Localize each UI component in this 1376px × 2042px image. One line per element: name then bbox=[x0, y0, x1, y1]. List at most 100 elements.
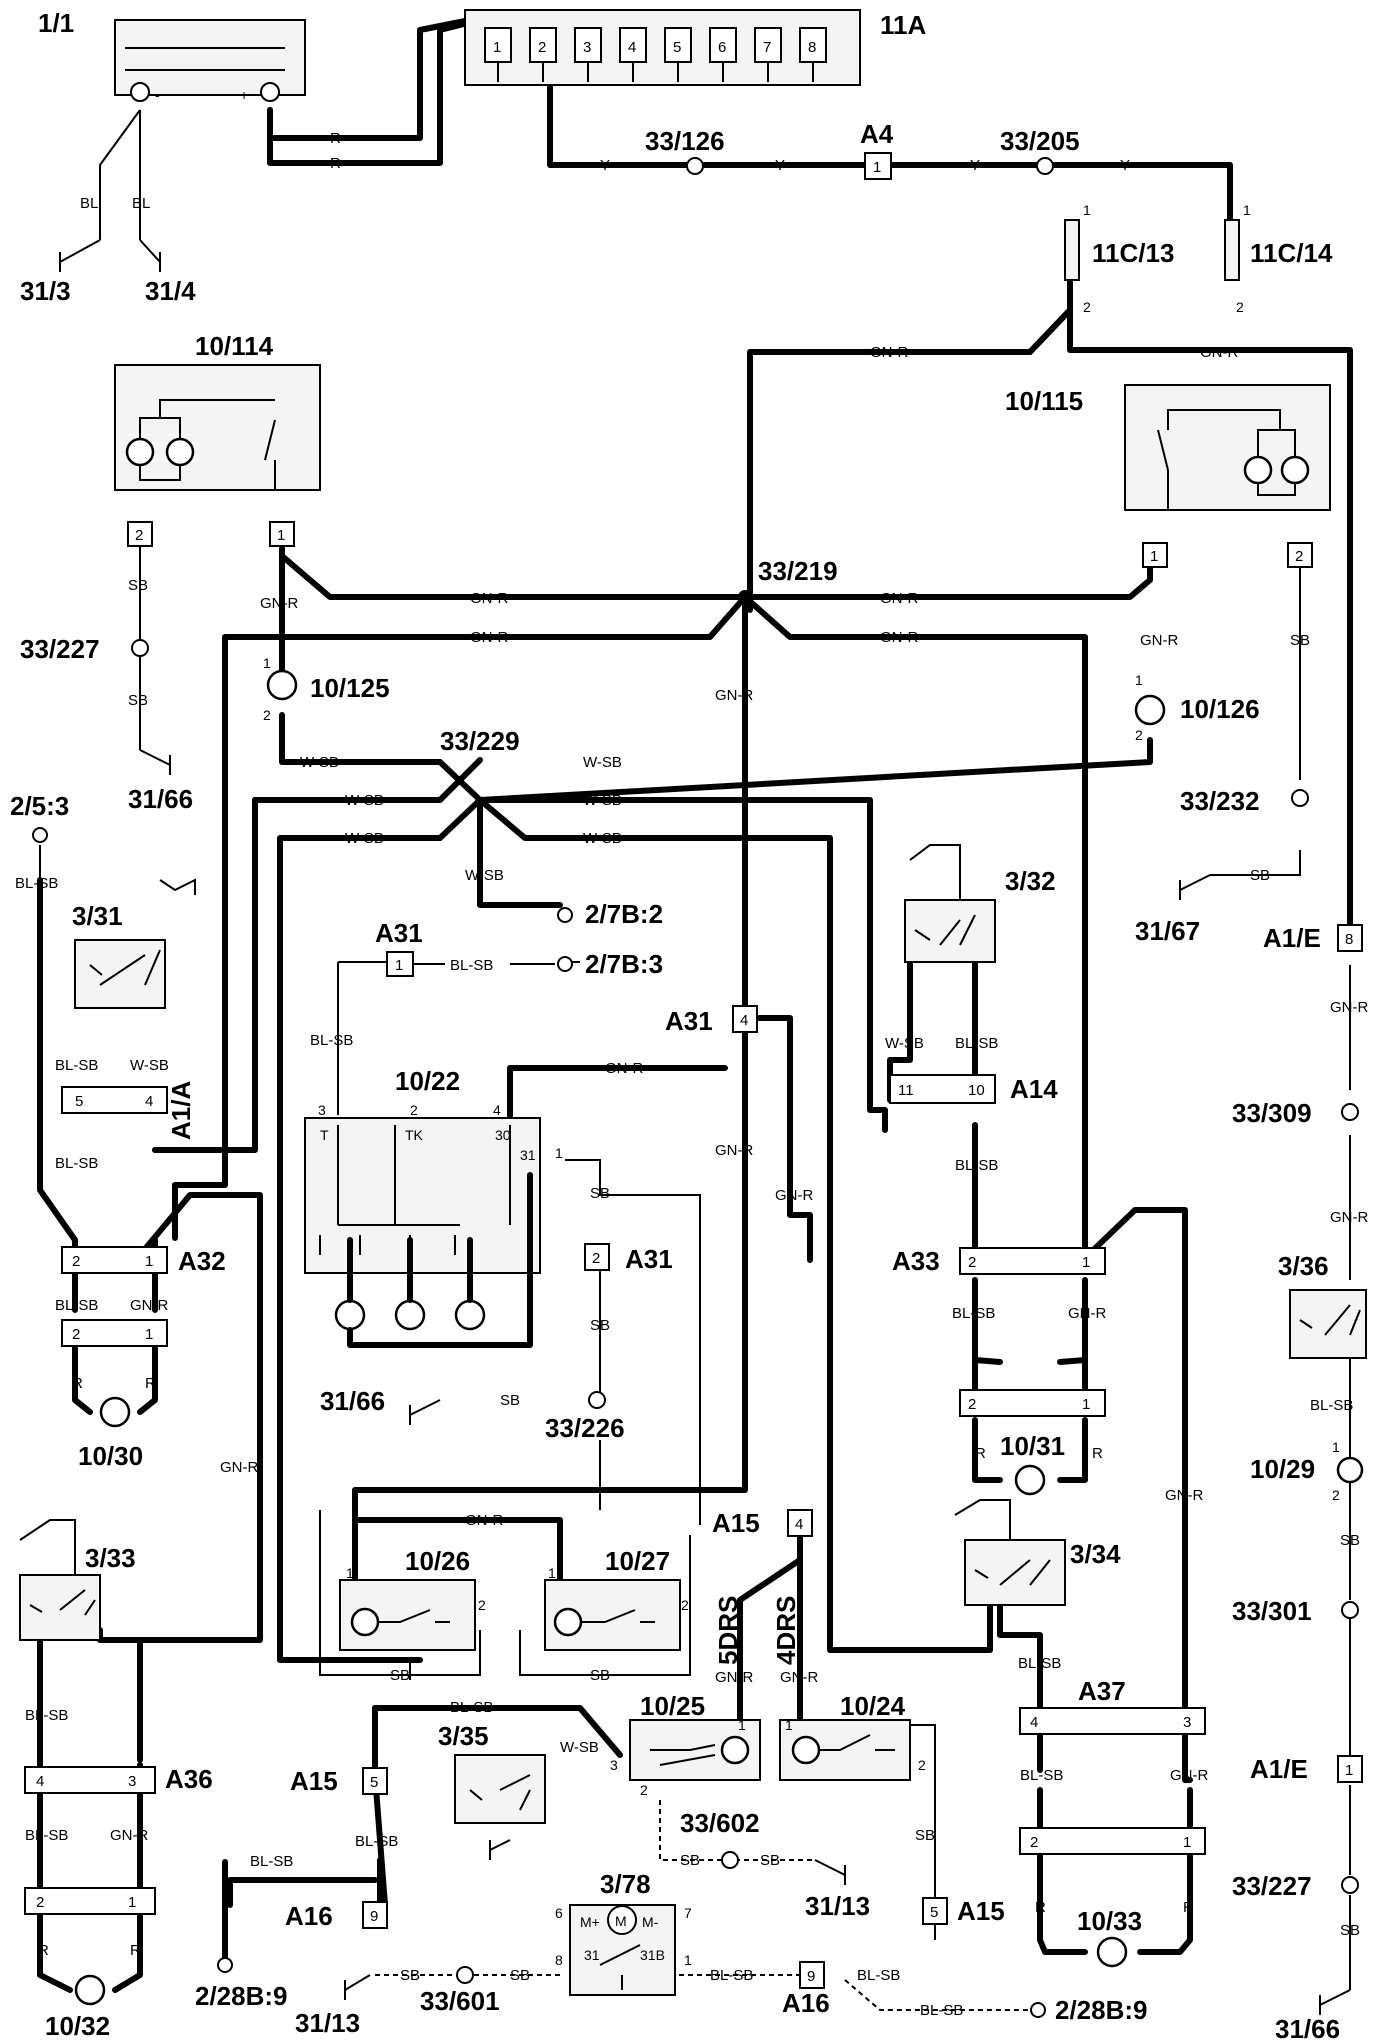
lamp-10-29 bbox=[1336, 1456, 1364, 1484]
wire-color-label: R bbox=[330, 130, 341, 147]
terminal-label: 2/7B:3 bbox=[585, 949, 663, 979]
splice-33-601 bbox=[456, 1966, 474, 1984]
connector-a32 bbox=[61, 1246, 168, 1274]
pin-label: 1 bbox=[785, 1717, 793, 1733]
lamp-label: 10/33 bbox=[1077, 1906, 1142, 1936]
pin-label: 2 bbox=[1135, 727, 1143, 743]
wire-color-label: Y bbox=[1120, 157, 1130, 174]
fuse-7 bbox=[754, 27, 782, 63]
wire-color-label: GN-R bbox=[1170, 1767, 1208, 1784]
lamp-unit-10-27 bbox=[544, 1579, 681, 1651]
wire-color-label: BL-SB bbox=[250, 1853, 293, 1870]
fuse-5 bbox=[664, 27, 692, 63]
splice-label: 33/229 bbox=[440, 726, 520, 756]
pin-label: 1 bbox=[1082, 1396, 1090, 1413]
splice-33-227 bbox=[1341, 1876, 1359, 1894]
wire-color-label: R bbox=[72, 1375, 83, 1392]
pin-label: 2 bbox=[968, 1254, 976, 1271]
pin-label: 2 bbox=[1295, 548, 1303, 565]
pin-label: 1 bbox=[738, 1717, 746, 1733]
wire-color-label: BL-SB bbox=[955, 1157, 998, 1174]
wire-color-label: BL-SB bbox=[1310, 1397, 1353, 1414]
pin-label: 4 bbox=[145, 1093, 153, 1110]
fuse-number: 7 bbox=[763, 39, 771, 56]
connector-a15 bbox=[787, 1509, 813, 1537]
pin-label: 2 bbox=[640, 1782, 648, 1798]
connector-label: A1/E bbox=[1250, 1754, 1308, 1784]
ground-symbol bbox=[139, 749, 171, 775]
terminal-2-28b-9 bbox=[1030, 2002, 1046, 2018]
wire-color-label: GN-R bbox=[870, 344, 908, 361]
wire-color-label: R bbox=[1092, 1445, 1103, 1462]
lamp-label: 10/24 bbox=[840, 1691, 906, 1721]
connector-label: A31 bbox=[625, 1244, 673, 1274]
ground-label: 31/13 bbox=[805, 1891, 870, 1921]
battery-plus-label: + bbox=[240, 87, 248, 103]
wire-color-label: GN-R bbox=[1140, 632, 1178, 649]
pin-label: 2 bbox=[410, 1102, 418, 1118]
battery-minus-label: - bbox=[155, 87, 160, 103]
connector-a33 bbox=[959, 1247, 1106, 1275]
pin-label: 2 bbox=[1332, 1487, 1340, 1503]
pin-label: 1 bbox=[555, 1145, 563, 1161]
lamp-10-125 bbox=[266, 669, 298, 701]
splice-label: 33/232 bbox=[1180, 786, 1260, 816]
battery-1-1: - + bbox=[114, 19, 306, 103]
ground-symbol bbox=[1179, 874, 1211, 900]
lamp-10-126 bbox=[1134, 694, 1166, 726]
pin-label: 9 bbox=[370, 1908, 378, 1925]
fuse-number: 2 bbox=[538, 39, 546, 56]
pin-label: 4 bbox=[36, 1773, 44, 1790]
ground-label: 31/13 bbox=[295, 2008, 360, 2038]
switch-label: 3/34 bbox=[1070, 1539, 1121, 1569]
wire-color-label: R bbox=[130, 1942, 141, 1959]
wire-color-label: BL-SB bbox=[1020, 1767, 1063, 1784]
lamp-10-31 bbox=[1014, 1464, 1046, 1496]
switch-3-34 bbox=[954, 1499, 1066, 1606]
terminal-2-7b-3 bbox=[557, 956, 573, 972]
fuse-1 bbox=[484, 27, 512, 63]
terminal-label: 2/7B:2 bbox=[585, 899, 663, 929]
pin-label: 5 bbox=[930, 1904, 938, 1921]
wire-color-label: GN-R bbox=[880, 590, 918, 607]
connector-a16 bbox=[799, 1961, 825, 1989]
fuse-number: 4 bbox=[628, 39, 636, 56]
ground-symbol bbox=[139, 239, 161, 272]
wire-color-label: W-SB bbox=[583, 754, 622, 771]
wire-color-label: SB bbox=[1340, 1922, 1360, 1939]
battery-plus-terminal bbox=[260, 82, 280, 102]
pin-label: 1 bbox=[1082, 1254, 1090, 1271]
pin-label: 8 bbox=[1345, 931, 1353, 948]
wire-color-label: GN-R bbox=[470, 629, 508, 646]
switch-3-36 bbox=[1289, 1289, 1367, 1359]
wire-color-label: GN-R bbox=[260, 595, 298, 612]
ground-label: 31/66 bbox=[320, 1386, 385, 1416]
pin-label: 1 bbox=[1332, 1439, 1340, 1455]
connector-label: A15 bbox=[957, 1896, 1005, 1926]
wire-color-label: BL-SB bbox=[710, 1967, 753, 1984]
lamp-unit-10-115: 1 2 bbox=[1124, 384, 1331, 568]
pin-label: 2 bbox=[135, 527, 143, 544]
wire-color-label: SB bbox=[590, 1317, 610, 1334]
splice-label: 33/226 bbox=[545, 1413, 625, 1443]
pin-label: 8 bbox=[555, 1952, 563, 1968]
door-label: 4DRS bbox=[771, 1596, 801, 1665]
pin-label: 1 bbox=[346, 1565, 354, 1581]
wire-color-label: R bbox=[145, 1375, 156, 1392]
pin-label: T bbox=[320, 1127, 329, 1143]
pin-label: 10 bbox=[968, 1082, 985, 1099]
splice-label: 33/227 bbox=[1232, 1871, 1312, 1901]
splice-label: 33/301 bbox=[1232, 1596, 1312, 1626]
pin-label: 1 bbox=[263, 655, 271, 671]
wire-color-label: BL bbox=[80, 195, 98, 212]
pin-label: 1 bbox=[1135, 672, 1143, 688]
lamp-10-33 bbox=[1096, 1936, 1128, 1968]
lamp-label: 10/27 bbox=[605, 1546, 670, 1576]
connector-label: A15 bbox=[712, 1508, 760, 1538]
pin-label: 2 bbox=[1083, 299, 1091, 315]
wire-color-label: GN-R bbox=[465, 1512, 503, 1529]
wire-color-label: GN-R bbox=[715, 687, 753, 704]
splice-33-602 bbox=[721, 1851, 739, 1869]
pin-label: 30 bbox=[495, 1127, 511, 1143]
wire-color-label: R bbox=[38, 1942, 49, 1959]
